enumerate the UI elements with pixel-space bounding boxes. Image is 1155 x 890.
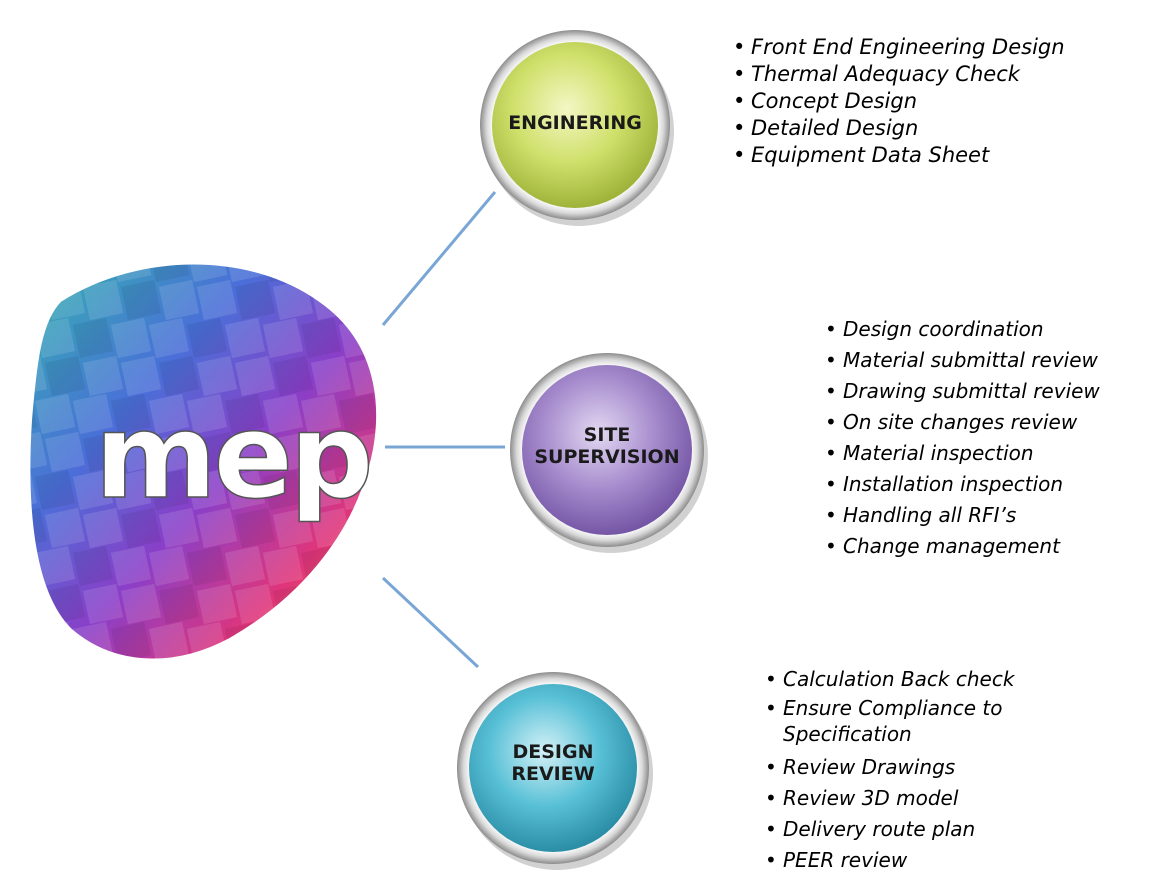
list-item: Concept Design <box>733 88 1065 115</box>
connector-engineering <box>381 191 497 326</box>
list-item: Material submittal review <box>825 345 1100 376</box>
list-item: Ensure Compliance to Specification <box>765 695 1048 747</box>
list-item: Design coordination <box>825 314 1100 345</box>
list-item: Front End Engineering Design <box>733 34 1065 61</box>
site-supervision-list: Design coordination Material submittal r… <box>825 314 1100 562</box>
list-item: On site changes review <box>825 407 1100 438</box>
logo-text: mep <box>94 387 369 525</box>
node-circle-engineering <box>480 30 674 226</box>
connector-lines <box>381 191 505 669</box>
list-item: Material inspection <box>825 438 1100 469</box>
node-label-engineering: ENGINERING <box>508 112 642 134</box>
list-item: Handling all RFI’s <box>825 500 1100 531</box>
list-item: Calculation Back check <box>765 664 1065 695</box>
list-item: Drawing submittal review <box>825 376 1100 407</box>
list-item: PEER review <box>765 845 1065 876</box>
design-review-list: Calculation Back check Ensure Compliance… <box>765 664 1065 876</box>
node-circle-site-supervision <box>510 353 708 553</box>
list-item: Equipment Data Sheet <box>733 142 1065 169</box>
list-item: Detailed Design <box>733 115 1065 142</box>
node-circle-design-review <box>457 672 653 870</box>
list-item: Installation inspection <box>825 469 1100 500</box>
node-label-site-supervision: SITE SUPERVISION <box>534 424 680 468</box>
node-label-design-review: DESIGN REVIEW <box>511 741 595 785</box>
engineering-list: Front End Engineering Design Thermal Ade… <box>733 34 1065 169</box>
mep-logo: mep <box>26 260 381 663</box>
list-item: Review 3D model <box>765 783 1065 814</box>
list-item: Thermal Adequacy Check <box>733 61 1065 88</box>
list-item: Delivery route plan <box>765 814 1065 845</box>
connector-design-review <box>381 576 480 669</box>
list-item: Change management <box>825 531 1100 562</box>
list-item: Review Drawings <box>765 752 1065 783</box>
